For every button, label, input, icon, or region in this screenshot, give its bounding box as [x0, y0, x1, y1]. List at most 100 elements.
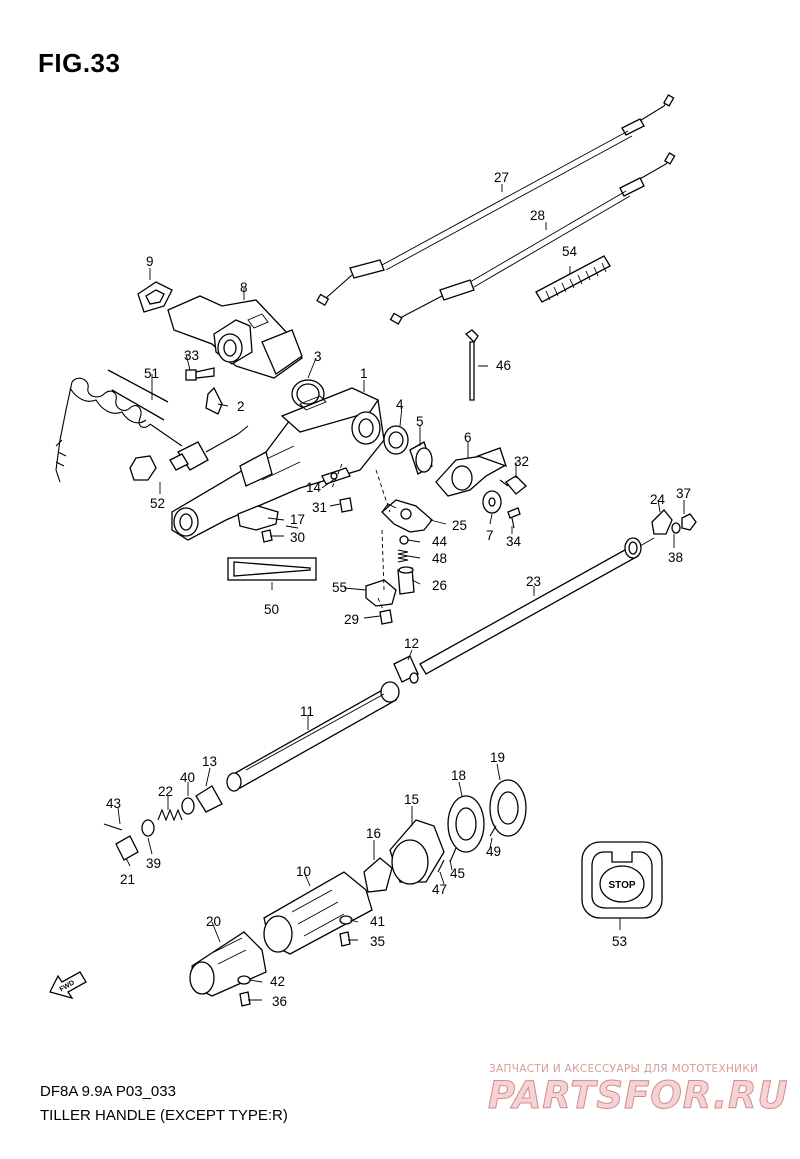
- screw-45: [449, 847, 457, 863]
- throttle-shaft-11: [226, 681, 400, 792]
- throttle-cable-28: [389, 152, 676, 325]
- spiral-wrap-54: [535, 255, 611, 303]
- bushing-5: [409, 441, 433, 475]
- callout-9: 9: [146, 254, 154, 269]
- grommet-9: [137, 281, 173, 313]
- screw-49: [489, 825, 497, 837]
- callout-2: 2: [237, 399, 245, 414]
- callout-55: 55: [332, 580, 347, 595]
- tiller-handle-body-1: [171, 387, 385, 541]
- callout-44: 44: [432, 534, 448, 549]
- spring-22: [157, 808, 183, 822]
- pin-43: [103, 823, 123, 831]
- washer-7: [482, 490, 502, 514]
- sleeve-13: [195, 785, 223, 813]
- callout-15: 15: [404, 792, 419, 807]
- callout-37: 37: [676, 486, 691, 501]
- bracket-55: [365, 579, 397, 607]
- callout-17: 17: [290, 512, 305, 527]
- callout-27: 27: [494, 170, 509, 185]
- throttle-shaft-23: [419, 537, 655, 675]
- callout-26: 26: [432, 578, 447, 593]
- cable-tie-46: [464, 329, 479, 401]
- link-24: [651, 509, 673, 535]
- footer-caption: TILLER HANDLE (EXCEPT TYPE:R): [40, 1107, 288, 1124]
- callout-46: 46: [496, 358, 511, 373]
- figure-title: FIG.33: [38, 48, 121, 78]
- callout-22: 22: [158, 784, 173, 799]
- callout-51: 51: [144, 366, 159, 381]
- bolt-33: [185, 367, 215, 381]
- plate-25: [381, 499, 433, 533]
- bolt-30: [261, 529, 273, 543]
- friction-lever-6: [435, 447, 508, 497]
- callout-12: 12: [404, 636, 419, 651]
- callout-41: 41: [370, 914, 385, 929]
- watermark-tagline: ЗАПЧАСТИ И АКСЕССУАРЫ ДЛЯ МОТОТЕХНИКИ: [489, 1063, 759, 1075]
- friction-plate-18: [447, 795, 485, 853]
- watermark-logo: PARTSFOR.RU: [488, 1074, 789, 1118]
- callout-30: 30: [290, 530, 305, 545]
- washer-38: [671, 522, 681, 534]
- callout-29: 29: [344, 612, 359, 627]
- callout-40: 40: [180, 770, 195, 785]
- callout-32: 32: [514, 454, 529, 469]
- leader-lines: [117, 184, 685, 1001]
- throttle-guide-15: [389, 819, 445, 885]
- callout-36: 36: [272, 994, 287, 1009]
- grip-end-20: [189, 931, 267, 997]
- callout-35: 35: [370, 934, 385, 949]
- callout-49: 49: [486, 844, 501, 859]
- callout-6: 6: [464, 430, 472, 445]
- callout-50: 50: [264, 602, 279, 617]
- callout-1: 1: [360, 366, 368, 381]
- callout-14: 14: [306, 480, 322, 495]
- bolt-31: [339, 497, 353, 513]
- bracket-12: [393, 655, 419, 684]
- stop-switch-cord-51: [55, 369, 249, 483]
- collar-21: [115, 835, 139, 861]
- spring-48: [397, 549, 409, 563]
- clamp-17: [237, 505, 279, 531]
- callout-54: 54: [562, 244, 578, 259]
- callout-34: 34: [506, 534, 522, 549]
- ball-44: [399, 535, 409, 545]
- callout-39: 39: [146, 856, 161, 871]
- callout-8: 8: [240, 280, 248, 295]
- callout-38: 38: [668, 550, 683, 565]
- callout-53: 53: [612, 934, 627, 949]
- callout-25: 25: [452, 518, 467, 533]
- fwd-arrow-icon: FWD: [49, 971, 87, 1000]
- callout-10: 10: [296, 864, 311, 879]
- washer-39: [141, 819, 155, 837]
- callout-28: 28: [530, 208, 545, 223]
- decal-50: [227, 557, 317, 581]
- callout-3: 3: [314, 349, 322, 364]
- screw-34: [507, 507, 521, 529]
- callout-21: 21: [120, 872, 135, 887]
- screw-36: [239, 991, 251, 1007]
- cam-16: [363, 857, 393, 893]
- stop-sticker-label: STOP: [608, 880, 635, 891]
- friction-plate-19: [489, 779, 527, 837]
- callout-5: 5: [416, 414, 424, 429]
- callout-7: 7: [486, 528, 494, 543]
- screw-35: [339, 931, 351, 947]
- callout-33: 33: [184, 348, 199, 363]
- callout-24: 24: [650, 492, 666, 507]
- stop-sticker-53: STOP: [581, 841, 663, 919]
- callout-43: 43: [106, 796, 121, 811]
- callout-31: 31: [312, 500, 327, 515]
- callout-20: 20: [206, 914, 221, 929]
- washer-4: [383, 425, 409, 455]
- callout-13: 13: [202, 754, 217, 769]
- callout-47: 47: [432, 882, 447, 897]
- tiller-bracket-8: [167, 295, 303, 379]
- callout-42: 42: [270, 974, 285, 989]
- grip-10: [263, 871, 373, 955]
- callout-18: 18: [451, 768, 466, 783]
- callout-23: 23: [526, 574, 541, 589]
- callout-11: 11: [300, 704, 314, 719]
- callout-16: 16: [366, 826, 381, 841]
